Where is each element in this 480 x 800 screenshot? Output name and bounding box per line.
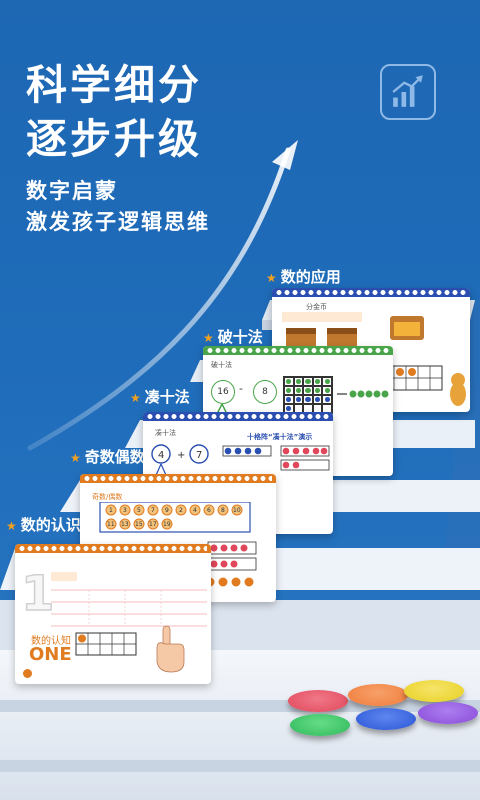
card-number-recognition: 1 数的认知 ONE <box>15 544 211 684</box>
star-icon: ★ <box>70 451 81 465</box>
headline-line2: 逐步升级 <box>26 115 202 163</box>
svg-text:5: 5 <box>137 507 141 514</box>
card-title: 分金币 <box>306 303 327 311</box>
svg-text:17: 17 <box>149 521 157 528</box>
svg-text:11: 11 <box>107 521 115 528</box>
orange-disc <box>348 684 408 706</box>
subheadline-line2: 激发孩子逻辑思维 <box>26 210 210 234</box>
yellow-disc <box>404 680 464 702</box>
svg-text:15: 15 <box>135 521 143 528</box>
red-disc <box>288 690 348 712</box>
svg-text:4: 4 <box>193 507 197 514</box>
growth-chart-icon <box>380 64 436 120</box>
card-title: 数的认知 <box>31 636 71 647</box>
step-label-4: ★破十法 <box>203 328 263 346</box>
step-label-1: ★数的认识 <box>6 516 81 534</box>
big-numeral: 1 <box>20 566 55 622</box>
star-icon: ★ <box>6 519 17 533</box>
page-dot <box>23 669 32 678</box>
card-title: 破十法 <box>211 361 232 369</box>
star-icon: ★ <box>203 331 214 345</box>
svg-text:10: 10 <box>233 507 241 514</box>
svg-text:7: 7 <box>151 507 155 514</box>
blue-disc <box>356 708 416 730</box>
subheadline: 数字启蒙 激发孩子逻辑思维 <box>26 176 210 238</box>
card-title: 凑十法 <box>155 429 176 437</box>
svg-text:1: 1 <box>109 507 113 514</box>
svg-text:8: 8 <box>221 507 225 514</box>
minus-sign: - <box>239 382 243 395</box>
step-label-2: ★奇数偶数 <box>70 448 145 466</box>
purple-disc <box>418 702 478 724</box>
svg-text:3: 3 <box>123 507 127 514</box>
svg-text:6: 6 <box>207 507 211 514</box>
subheadline-line1: 数字启蒙 <box>26 179 118 203</box>
step-label-3: ★凑十法 <box>130 388 190 406</box>
step-label-5: ★数的应用 <box>266 268 341 286</box>
svg-text:2: 2 <box>179 507 183 514</box>
svg-text:19: 19 <box>163 521 171 528</box>
number-8: 8 <box>253 380 277 404</box>
star-icon: ★ <box>266 271 277 285</box>
svg-text:13: 13 <box>121 521 129 528</box>
svg-text:4: 4 <box>158 450 164 461</box>
svg-text:9: 9 <box>165 507 169 514</box>
star-icon: ★ <box>130 391 141 405</box>
number-word: ONE <box>29 644 72 665</box>
headline: 科学细分 逐步升级 <box>26 58 202 166</box>
hand-pointing-icon <box>156 625 185 673</box>
number-16: 16 <box>211 380 235 404</box>
svg-text:7: 7 <box>196 450 202 461</box>
green-disc <box>290 714 350 736</box>
card-banner: 十格阵“凑十法”演示 <box>247 433 313 441</box>
headline-line1: 科学细分 <box>26 61 202 109</box>
card-title: 奇数/偶数 <box>92 493 123 501</box>
svg-text:+: + <box>177 450 185 461</box>
ten-frame <box>283 376 333 414</box>
